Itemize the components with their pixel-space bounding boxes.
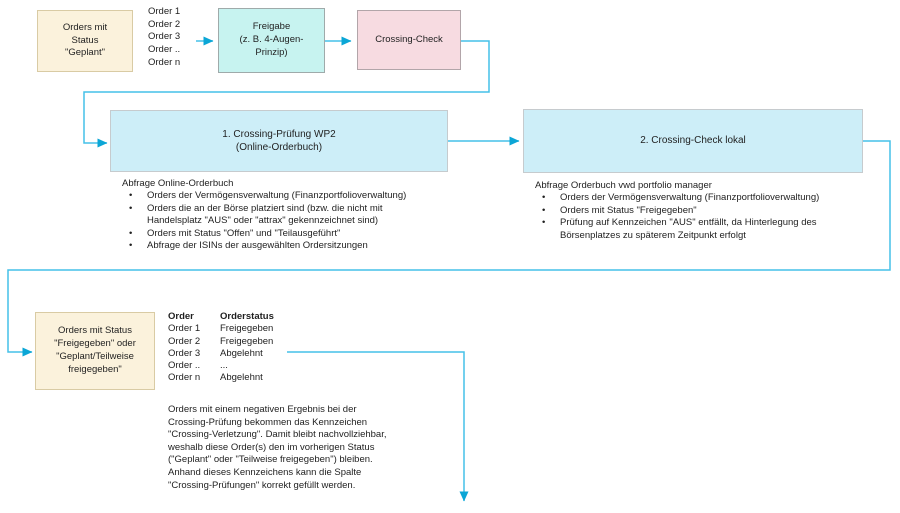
connector-check2-to-released [7,140,891,357]
check1-bullet: Orders mit Status "Offen" und "Teilausge… [122,228,504,241]
box-check2-crossing-check-lokal: 2. Crossing-Check lokal [523,109,863,173]
check2-details: Abfrage Orderbuch vwd portfolio manager … [535,180,880,242]
check2-details-bullets: Orders der Vermögensverwaltung (Finanzpo… [535,192,880,242]
table-row: Order .. ... [168,360,228,372]
box-orders-status-geplant: Orders mit Status "Geplant" [37,10,133,72]
box-freigabe: Freigabe (z. B. 4-Augen- Prinzip) [218,8,325,73]
check1-details-heading: Abfrage Online-Orderbuch [122,178,234,189]
check1-bullet: Orders die an der Börse platziert sind (… [122,203,504,228]
box-orders-status-freigegeben: Orders mit Status "Freigegeben" oder "Ge… [35,312,155,390]
check2-details-heading: Abfrage Orderbuch vwd portfolio manager [535,180,712,191]
table-row: Order 3 Abgelehnt [168,347,263,359]
check2-bullet: Orders der Vermögensverwaltung (Finanzpo… [535,192,880,205]
check1-bullet: Abfrage der ISINs der ausgewählten Order… [122,240,504,253]
crossing-violation-note: Orders mit einem negativen Ergebnis bei … [168,404,387,491]
order-list-top: Order 1 Order 2 Order 3 Order .. Order n [148,6,181,68]
box-check1-crossing-pruefung-wp2: 1. Crossing-Prüfung WP2 (Online-Orderbuc… [110,110,448,172]
check2-bullet: Orders mit Status "Freigegeben" [535,205,880,218]
order-table-header-status: Orderstatus [220,311,274,322]
connector-crossingcheck-to-check1 [83,40,490,148]
table-row: Order 1 Freigegeben [168,323,274,335]
check1-details: Abfrage Online-Orderbuch Orders der Verm… [122,178,504,253]
table-row: Order 2 Freigegeben [168,335,274,347]
box-crossing-check: Crossing-Check [357,10,461,70]
connector-table-to-next-step [287,351,469,502]
order-status-table: Order Orderstatus Order 1 Freigegeben Or… [168,311,274,385]
check1-details-bullets: Orders der Vermögensverwaltung (Finanzpo… [122,190,504,252]
check2-bullet: Prüfung auf Kennzeichen "AUS" entfällt, … [535,217,880,242]
table-row: Order n Abgelehnt [168,372,263,384]
check1-bullet: Orders der Vermögensverwaltung (Finanzpo… [122,190,504,203]
order-table-header-row: Order Orderstatus [168,311,274,323]
order-table-header-order: Order [168,311,194,322]
